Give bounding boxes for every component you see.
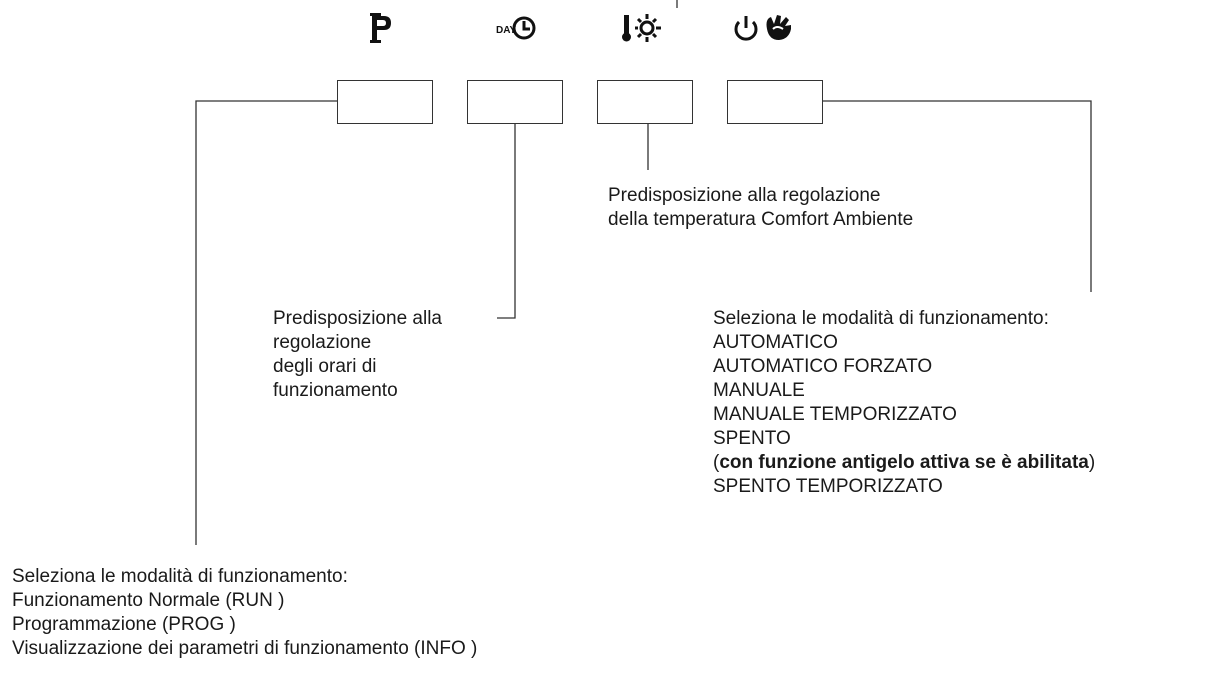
- mode-item: Funzionamento Normale (RUN ): [12, 590, 285, 611]
- leader-schedule: [497, 101, 516, 319]
- mode-item: Visualizzazione dei parametri di funzion…: [12, 638, 478, 659]
- callout-line: degli orari di: [273, 356, 377, 377]
- callout-line: della temperatura Comfort Ambiente: [608, 209, 914, 230]
- note-open: (: [713, 452, 720, 473]
- callout-heading: Seleziona le modalità di funzionamento:: [713, 308, 1049, 329]
- day-clock-icon: DAY: [495, 8, 539, 48]
- power-hand-icon: [730, 8, 810, 48]
- note-bold: con funzione antigelo attiva se è abilit…: [719, 452, 1089, 473]
- temperature-callout: Predisposizione alla regolazione della t…: [608, 184, 913, 232]
- leader-prog-mode: [195, 100, 337, 545]
- thermometer-sun-icon: [620, 8, 664, 48]
- callout-heading: Seleziona le modalità di funzionamento:: [12, 566, 348, 587]
- prog-mode-button[interactable]: [337, 80, 433, 124]
- operating-mode-callout: Seleziona le modalità di funzionamento: …: [713, 307, 1095, 499]
- mode-item: MANUALE: [713, 380, 805, 401]
- leader-operating-mode: [810, 100, 1092, 292]
- callout-line: Predisposizione alla: [273, 308, 442, 329]
- operating-mode-button[interactable]: [727, 80, 823, 124]
- prog-p-icon: [368, 8, 394, 48]
- callout-line: regolazione: [273, 332, 372, 353]
- mode-item: MANUALE TEMPORIZZATO: [713, 404, 957, 425]
- schedule-callout: Predisposizione alla regolazione degli o…: [273, 307, 442, 403]
- mode-item: Programmazione (PROG ): [12, 614, 236, 635]
- temperature-button[interactable]: [597, 80, 693, 124]
- day-label: DAY: [496, 25, 517, 36]
- prog-mode-callout: Seleziona le modalità di funzionamento: …: [12, 565, 477, 661]
- note-close: ): [1088, 452, 1096, 473]
- mode-item: SPENTO TEMPORIZZATO: [713, 476, 943, 497]
- mode-item: AUTOMATICO FORZATO: [713, 356, 933, 377]
- mode-item: AUTOMATICO: [713, 332, 838, 353]
- schedule-button[interactable]: [467, 80, 563, 124]
- callout-line: Predisposizione alla regolazione: [608, 185, 881, 206]
- mode-item: SPENTO: [713, 428, 791, 449]
- callout-line: funzionamento: [273, 380, 398, 401]
- antifreeze-note: (con funzione antigelo attiva se è abili…: [713, 451, 1095, 475]
